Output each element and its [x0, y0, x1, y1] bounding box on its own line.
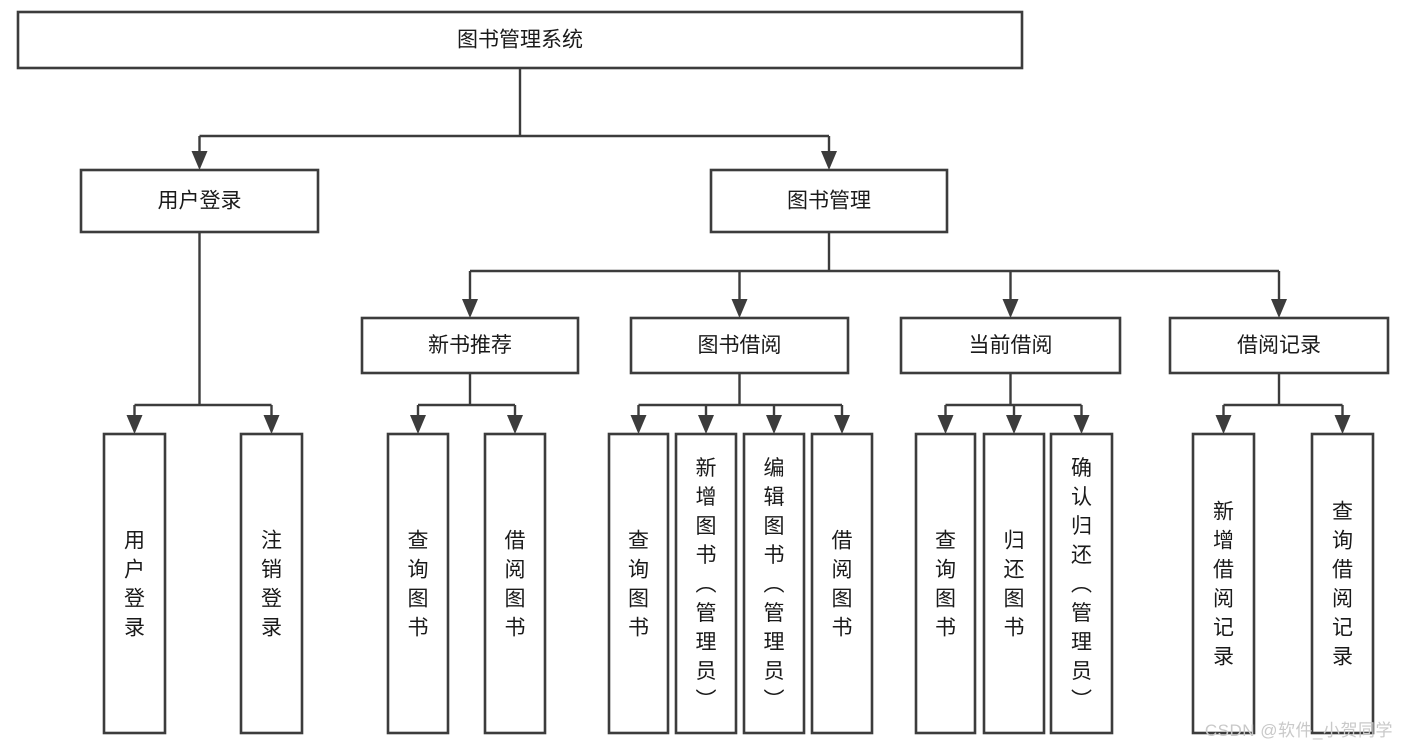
- node-leaf-10-label: 确认归还︵管理员︶: [1071, 457, 1092, 712]
- node-level2-1[interactable]: 图书管理: [709, 168, 949, 234]
- node-leaf-2[interactable]: 查询图书: [386, 432, 450, 735]
- node-level3-1-rect[interactable]: [629, 316, 850, 375]
- connector-layer: [126, 68, 1351, 434]
- node-leaf-3-rect[interactable]: [483, 432, 547, 735]
- node-level3-3-rect[interactable]: [1168, 316, 1390, 375]
- node-leaf-9-rect[interactable]: [982, 432, 1046, 735]
- arrow-head-icon: [1271, 299, 1287, 318]
- arrow-head-icon: [410, 415, 426, 434]
- node-leaf-7[interactable]: 借阅图书: [810, 432, 874, 735]
- arrow-head-icon: [630, 415, 647, 434]
- arrow-head-icon: [937, 415, 954, 434]
- node-leaf-5[interactable]: 新增图书︵管理员︶: [674, 432, 738, 735]
- node-leaf-12[interactable]: 查询借阅记录: [1310, 432, 1375, 735]
- node-leaf-12-rect[interactable]: [1310, 432, 1375, 735]
- node-leaf-5-rect[interactable]: [674, 432, 738, 735]
- node-leaf-0-rect[interactable]: [102, 432, 167, 735]
- arrow-head-icon: [1006, 415, 1022, 434]
- node-leaf-7-label: 借阅图书: [832, 530, 853, 640]
- node-leaf-12-label: 查询借阅记录: [1332, 501, 1353, 669]
- node-leaf-3-label: 借阅图书: [505, 530, 526, 640]
- node-level3-1-label: 图书借阅: [698, 334, 782, 357]
- arrow-head-icon: [1215, 415, 1232, 434]
- node-leaf-4-rect[interactable]: [607, 432, 670, 735]
- node-level2-1-label: 图书管理: [787, 190, 871, 213]
- arrow-head-icon: [698, 415, 714, 434]
- arrow-head-icon: [1334, 415, 1351, 434]
- node-leaf-5-label: 新增图书︵管理员︶: [696, 457, 717, 712]
- node-leaf-0-label: 用户登录: [124, 530, 145, 640]
- arrow-head-icon: [834, 415, 850, 434]
- node-leaf-4-label: 查询图书: [628, 530, 649, 640]
- node-level2-0-rect[interactable]: [79, 168, 320, 234]
- arrow-head-icon: [462, 299, 478, 318]
- node-leaf-1-label: 注销登录: [261, 530, 282, 640]
- node-leaf-11[interactable]: 新增借阅记录: [1191, 432, 1256, 735]
- arrow-head-icon: [1073, 415, 1090, 434]
- arrow-head-icon: [507, 415, 523, 434]
- node-leaf-4[interactable]: 查询图书: [607, 432, 670, 735]
- arrow-head-icon: [766, 415, 782, 434]
- node-level2-0-label: 用户登录: [158, 190, 242, 213]
- node-level3-3[interactable]: 借阅记录: [1168, 316, 1390, 375]
- node-layer: 图书管理系统用户登录图书管理新书推荐图书借阅当前借阅借阅记录用户登录注销登录查询…: [16, 10, 1390, 735]
- node-leaf-9[interactable]: 归还图书: [982, 432, 1046, 735]
- node-level3-2-label: 当前借阅: [969, 334, 1053, 357]
- arrow-head-icon: [1002, 299, 1019, 318]
- node-leaf-1-rect[interactable]: [239, 432, 304, 735]
- node-leaf-9-label: 归还图书: [1004, 530, 1025, 640]
- node-leaf-8-rect[interactable]: [914, 432, 977, 735]
- node-leaf-10[interactable]: 确认归还︵管理员︶: [1049, 432, 1114, 735]
- node-leaf-6-rect[interactable]: [742, 432, 806, 735]
- arrow-head-icon: [821, 151, 837, 170]
- node-leaf-1[interactable]: 注销登录: [239, 432, 304, 735]
- node-root-rect[interactable]: [16, 10, 1024, 70]
- arrow-head-icon: [263, 415, 280, 434]
- node-root-label: 图书管理系统: [457, 29, 583, 52]
- node-leaf-7-rect[interactable]: [810, 432, 874, 735]
- node-leaf-0[interactable]: 用户登录: [102, 432, 167, 735]
- node-leaf-11-label: 新增借阅记录: [1213, 501, 1234, 669]
- node-level3-2[interactable]: 当前借阅: [899, 316, 1122, 375]
- node-leaf-3[interactable]: 借阅图书: [483, 432, 547, 735]
- node-level2-0[interactable]: 用户登录: [79, 168, 320, 234]
- node-leaf-8-label: 查询图书: [935, 530, 956, 640]
- arrow-head-icon: [126, 415, 143, 434]
- node-level3-3-label: 借阅记录: [1237, 334, 1321, 357]
- node-leaf-2-rect[interactable]: [386, 432, 450, 735]
- node-leaf-8[interactable]: 查询图书: [914, 432, 977, 735]
- node-leaf-6-label: 编辑图书︵管理员︶: [764, 457, 785, 712]
- node-leaf-10-rect[interactable]: [1049, 432, 1114, 735]
- node-leaf-2-label: 查询图书: [408, 530, 429, 640]
- node-level3-2-rect[interactable]: [899, 316, 1122, 375]
- node-level2-1-rect[interactable]: [709, 168, 949, 234]
- node-level3-0-rect[interactable]: [360, 316, 580, 375]
- node-level3-1[interactable]: 图书借阅: [629, 316, 850, 375]
- arrow-head-icon: [191, 151, 208, 170]
- arrow-head-icon: [731, 299, 748, 318]
- node-leaf-11-rect[interactable]: [1191, 432, 1256, 735]
- node-level3-0-label: 新书推荐: [428, 334, 512, 357]
- node-level3-0[interactable]: 新书推荐: [360, 316, 580, 375]
- node-leaf-6[interactable]: 编辑图书︵管理员︶: [742, 432, 806, 735]
- node-root[interactable]: 图书管理系统: [16, 10, 1024, 70]
